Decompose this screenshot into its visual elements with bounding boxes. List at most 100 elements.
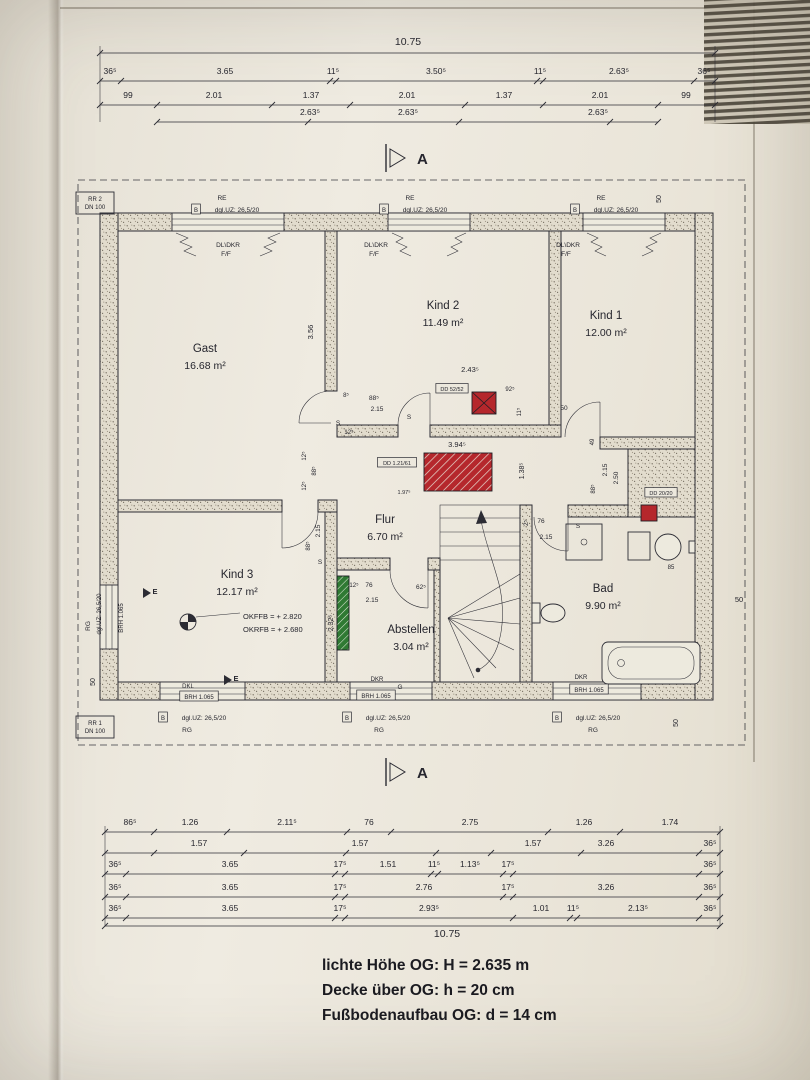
dim-line bbox=[331, 893, 339, 901]
annotation-label: 50 bbox=[656, 195, 663, 203]
dim-label: 2.75 bbox=[462, 817, 479, 827]
dim-line bbox=[533, 77, 541, 85]
dim-label: 10.75 bbox=[434, 928, 460, 940]
dim-line bbox=[122, 893, 130, 901]
dim-line bbox=[326, 77, 334, 85]
dim-label: 3.26 bbox=[598, 838, 615, 848]
stair-walk-line bbox=[477, 519, 503, 671]
dim-label: 99 bbox=[681, 90, 691, 100]
annotation-label: RR 1 bbox=[88, 721, 102, 727]
dim-label: 36⁵ bbox=[704, 838, 717, 848]
door-kind3 bbox=[281, 511, 319, 549]
dim-label: 2.01 bbox=[399, 90, 416, 100]
annotation-label: DKL bbox=[182, 684, 194, 690]
annotation-label: DL\DKR bbox=[364, 242, 388, 249]
dim-label: 3.65 bbox=[217, 66, 234, 76]
room-name: Abstellen bbox=[387, 624, 434, 636]
annotation-label: dgl.UZ: 26,5/20 bbox=[576, 715, 621, 722]
room-area: 12.00 m² bbox=[585, 327, 627, 339]
dim-label: 3.65 bbox=[222, 859, 239, 869]
annotation-label: 88⁵ bbox=[590, 484, 597, 494]
annotation-label: 2.15 bbox=[315, 524, 322, 537]
annotation-label: RE bbox=[596, 195, 606, 202]
annotation-label: OKFFB = + 2.820 bbox=[243, 612, 302, 621]
note-line: Fußbodenaufbau OG: d = 14 cm bbox=[322, 1007, 557, 1024]
annotation-label: F/F bbox=[369, 251, 379, 258]
dim-line bbox=[96, 101, 104, 109]
special-elements bbox=[336, 391, 658, 651]
washbasin bbox=[654, 533, 696, 561]
annotation-label: 50 bbox=[560, 405, 568, 412]
annotation-label: RG bbox=[374, 727, 384, 734]
annotation-label: B bbox=[194, 208, 198, 214]
shower bbox=[565, 523, 603, 561]
annotation-label: 76 bbox=[537, 518, 545, 525]
dim-line bbox=[122, 914, 130, 922]
dim-line bbox=[101, 893, 109, 901]
annotation-label: 49 bbox=[590, 438, 596, 445]
dim-line bbox=[716, 914, 724, 922]
annotation-label: DN 100 bbox=[85, 729, 106, 735]
dim-line bbox=[341, 870, 349, 878]
dim-line bbox=[101, 828, 109, 836]
door-kind2 bbox=[397, 392, 431, 426]
curtain-symbols bbox=[175, 232, 662, 257]
door-abstellen bbox=[389, 569, 429, 609]
annotation-label: DD 1.21/61 bbox=[383, 461, 411, 467]
annotation-label: 76 bbox=[365, 582, 373, 589]
dim-line bbox=[695, 870, 703, 878]
label-box bbox=[644, 487, 678, 498]
dim-label: 86⁵ bbox=[124, 817, 137, 827]
label-box bbox=[356, 689, 396, 701]
annotation-label: 2.15 bbox=[371, 406, 384, 413]
annotation-label: RE bbox=[217, 195, 227, 202]
dim-line bbox=[96, 49, 104, 57]
room-area: 6.70 m² bbox=[367, 531, 403, 543]
annotation-label: dgl.UZ: 26,5/20 bbox=[403, 207, 448, 214]
dim-line bbox=[716, 849, 724, 857]
dim-label: 36⁵ bbox=[109, 903, 122, 913]
dim-line bbox=[716, 922, 724, 930]
annotation-label: DL\DKR bbox=[556, 242, 580, 249]
dim-label: 36⁵ bbox=[704, 882, 717, 892]
dim-label: 2.63⁵ bbox=[588, 107, 608, 117]
room-name: Flur bbox=[375, 514, 395, 526]
label-box bbox=[435, 383, 469, 394]
dim-label: 1.01 bbox=[533, 903, 550, 913]
notes-block: lichte Höhe OG: H = 2.635 m Decke über O… bbox=[322, 957, 557, 1024]
dim-line bbox=[487, 849, 495, 857]
paper-edges bbox=[60, 0, 755, 762]
dim-label: 2.76 bbox=[416, 882, 433, 892]
dim-label: 2.63⁵ bbox=[398, 107, 418, 117]
room-area: 11.49 m² bbox=[423, 317, 464, 329]
window-kind1 bbox=[582, 212, 666, 232]
annotation-label: DKR bbox=[575, 675, 588, 681]
annotation-label: S bbox=[318, 559, 323, 566]
dim-label: 1.74 bbox=[662, 817, 679, 827]
bathtub bbox=[601, 641, 701, 685]
annotation-label: 8⁵ bbox=[343, 392, 349, 399]
dim-label: 3.26 bbox=[598, 882, 615, 892]
dim-line bbox=[150, 849, 158, 857]
dim-label: 99 bbox=[123, 90, 133, 100]
annotation-label: 92⁵ bbox=[505, 386, 515, 393]
escape-markers bbox=[143, 588, 232, 685]
annotation-label: 2.32⁵ bbox=[328, 615, 335, 632]
annotation-label: 88⁵ bbox=[369, 395, 379, 402]
e-flag-icon bbox=[143, 588, 151, 598]
annotation-label: 3.56 bbox=[306, 325, 315, 340]
label-box bbox=[179, 690, 219, 702]
dim-line bbox=[509, 914, 517, 922]
dim-label: 36⁵ bbox=[704, 859, 717, 869]
dim-line bbox=[716, 870, 724, 878]
label-box bbox=[570, 203, 580, 215]
annotation-label: 2.15 bbox=[540, 534, 553, 541]
annotation-label: DD 52/52 bbox=[440, 387, 463, 393]
chimney-duct-red bbox=[471, 391, 497, 415]
annotation-label: OKRFB = + 2.680 bbox=[243, 625, 303, 634]
window-gast bbox=[171, 212, 285, 232]
annotation-label: 62⁵ bbox=[416, 584, 426, 591]
room-area: 12.17 m² bbox=[216, 586, 258, 598]
annotation-label: 2.50 bbox=[613, 471, 620, 484]
